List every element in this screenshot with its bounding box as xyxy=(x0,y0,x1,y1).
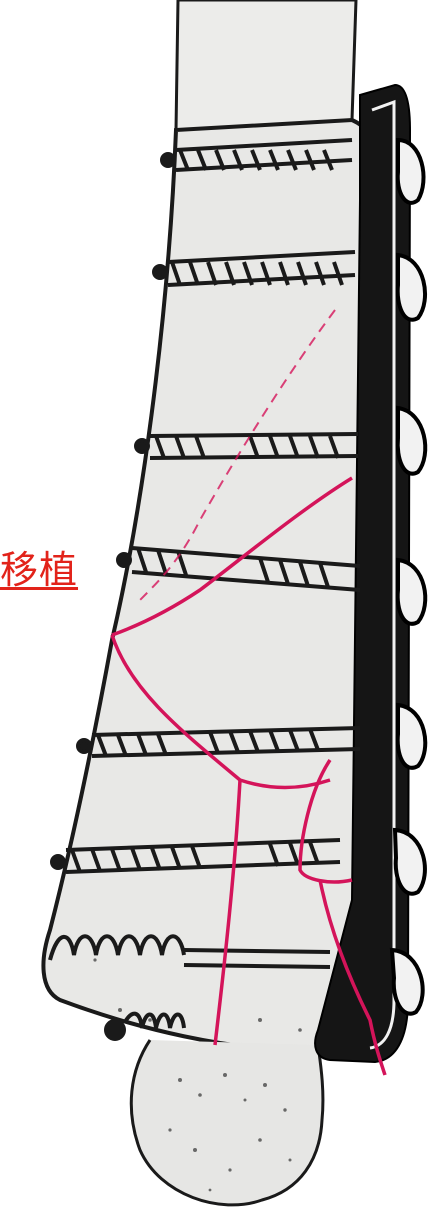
fracture-line-icon xyxy=(110,476,387,1076)
bone-stipple xyxy=(93,958,332,1192)
bone-tip xyxy=(129,1039,325,1207)
bone-shaft xyxy=(174,0,358,132)
fracture-dashed-line xyxy=(139,309,336,601)
graft-label: 移植 xyxy=(0,548,79,592)
bone-plate-icon xyxy=(314,83,412,1064)
screw-icon-heads xyxy=(389,137,428,1016)
screw-icon xyxy=(48,138,361,1041)
